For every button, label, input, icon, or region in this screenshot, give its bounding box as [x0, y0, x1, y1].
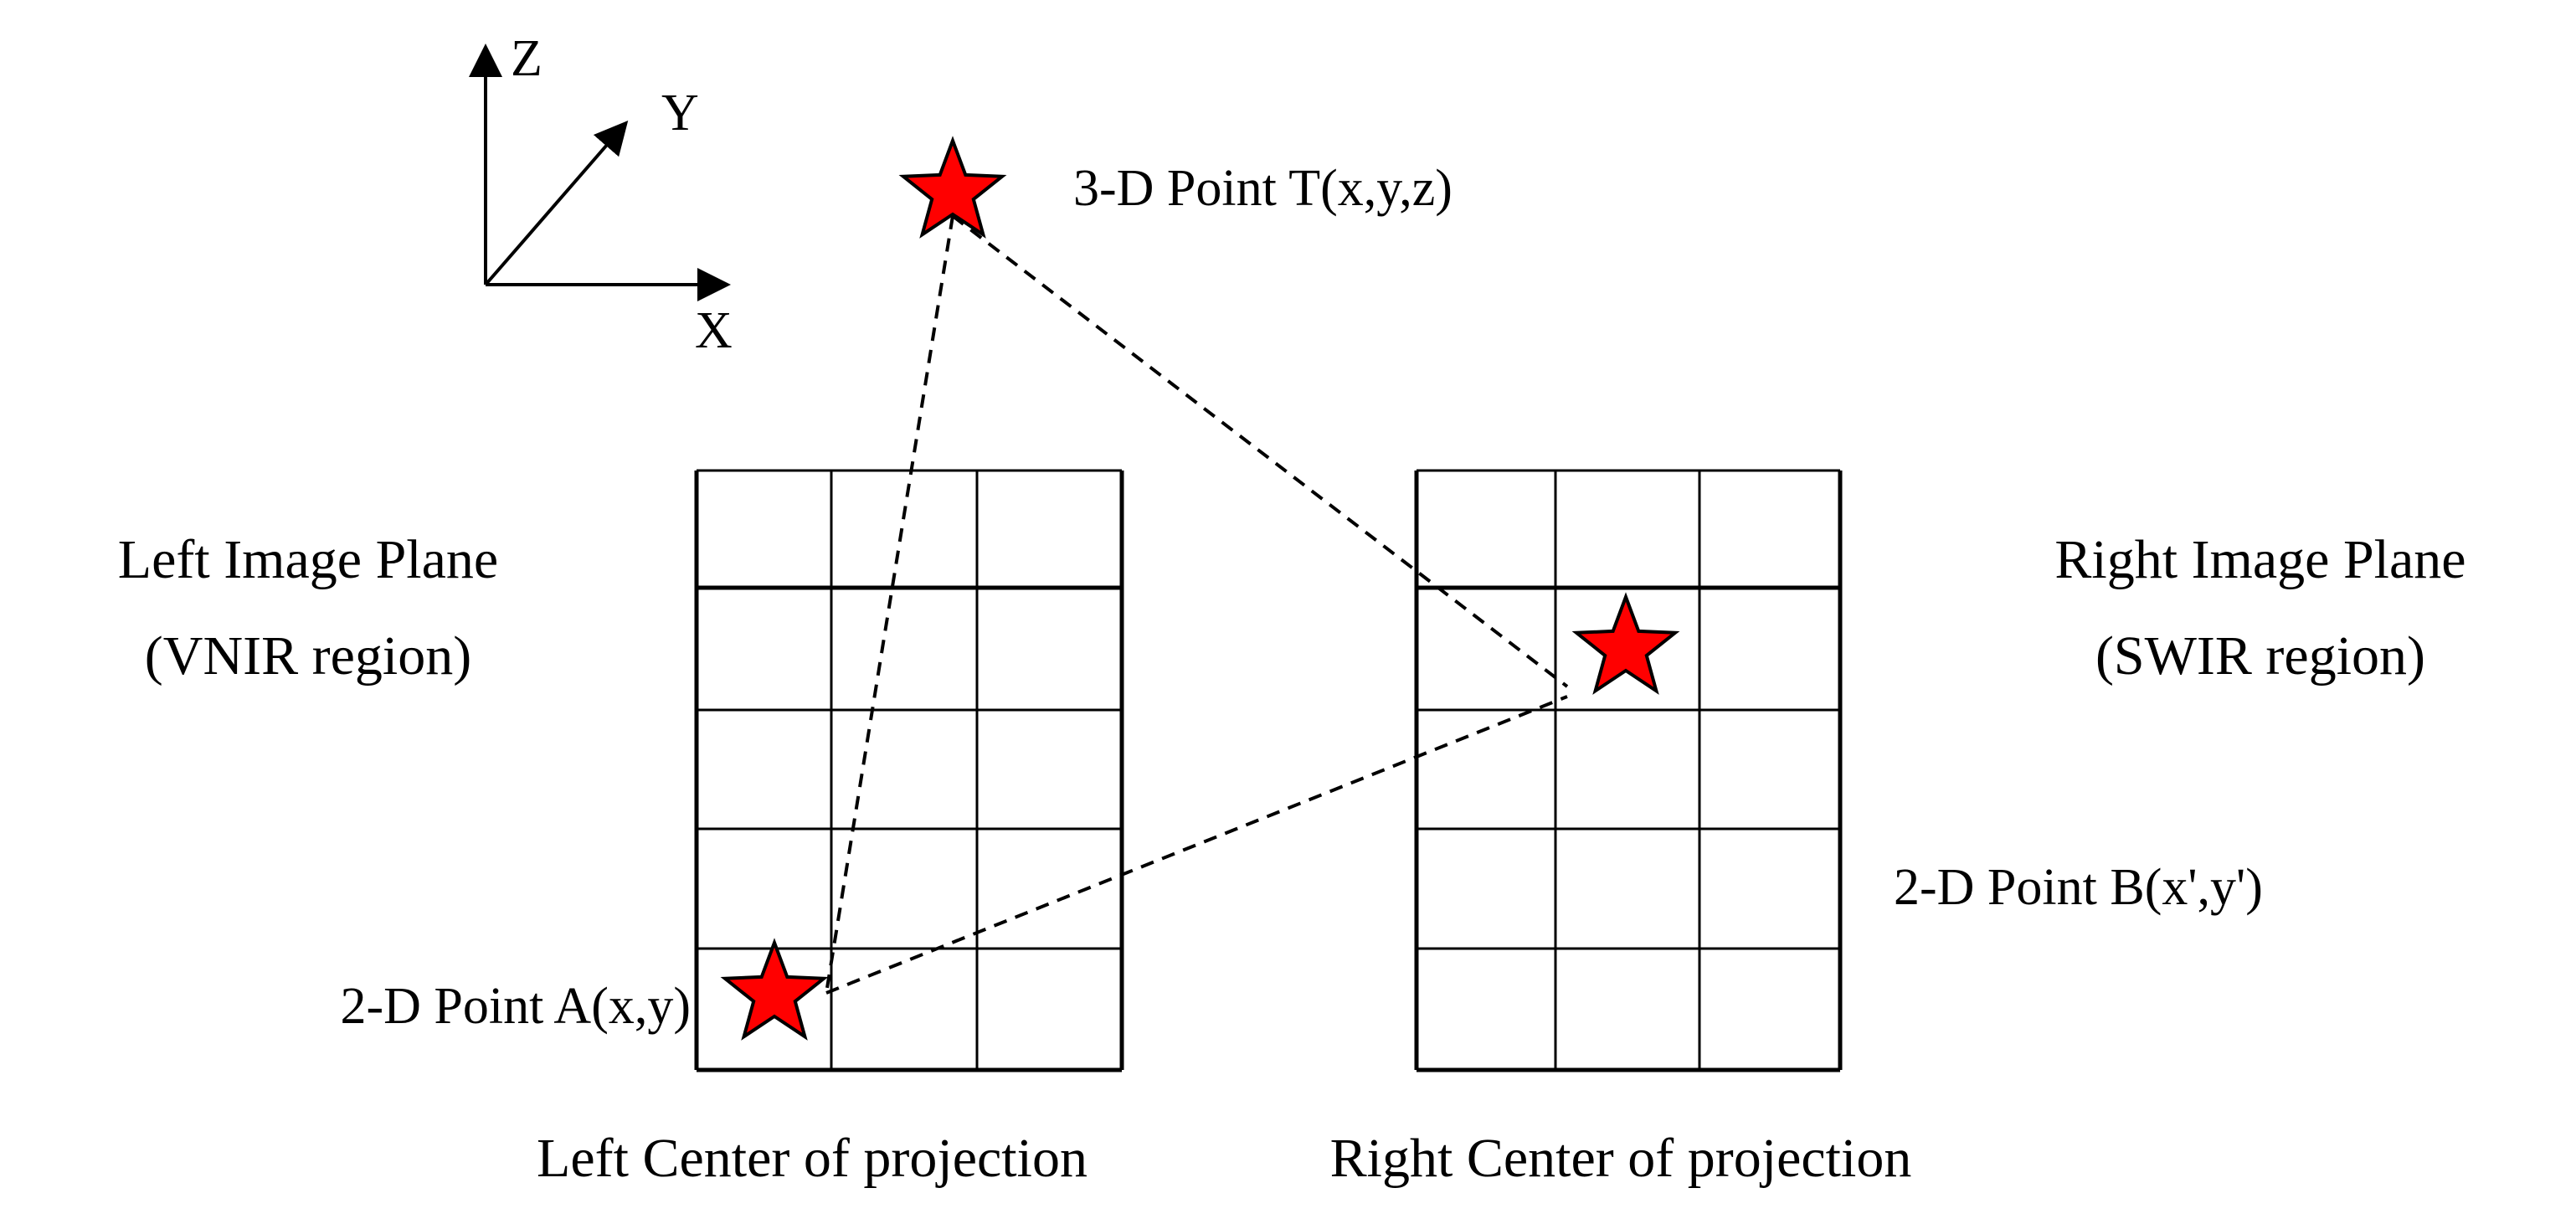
y-axis-arrow [484, 120, 629, 286]
right-plane-title: Right Image Plane [2054, 529, 2465, 590]
ray-a-to-b [825, 695, 1568, 995]
point-t-label: 3-D Point T(x,y,z) [1073, 160, 1453, 217]
right-image-plane [1414, 469, 1843, 1072]
y-axis-label: Y [661, 85, 699, 141]
x-axis-label: X [695, 302, 733, 359]
star-icon [1571, 592, 1680, 695]
left-center-of-projection-label: Left Center of projection [537, 1128, 1087, 1189]
ray-t-to-b [951, 214, 1569, 688]
point-b-label: 2-D Point B(x',y') [1894, 859, 2263, 916]
z-axis-label: Z [511, 30, 542, 87]
projection-rays [825, 214, 1569, 995]
coordinate-axes: Z Y X [469, 30, 733, 359]
left-plane-title: Left Image Plane [118, 529, 498, 590]
right-center-of-projection-label: Right Center of projection [1330, 1128, 1912, 1189]
point-a-label: 2-D Point A(x,y) [341, 978, 692, 1035]
star-icon [898, 136, 1007, 239]
right-plane-region: (SWIR region) [2095, 625, 2425, 687]
star-icon [720, 938, 829, 1041]
ray-t-to-a [825, 215, 954, 994]
left-image-plane [694, 469, 1124, 1072]
left-plane-region: (VNIR region) [145, 625, 471, 687]
